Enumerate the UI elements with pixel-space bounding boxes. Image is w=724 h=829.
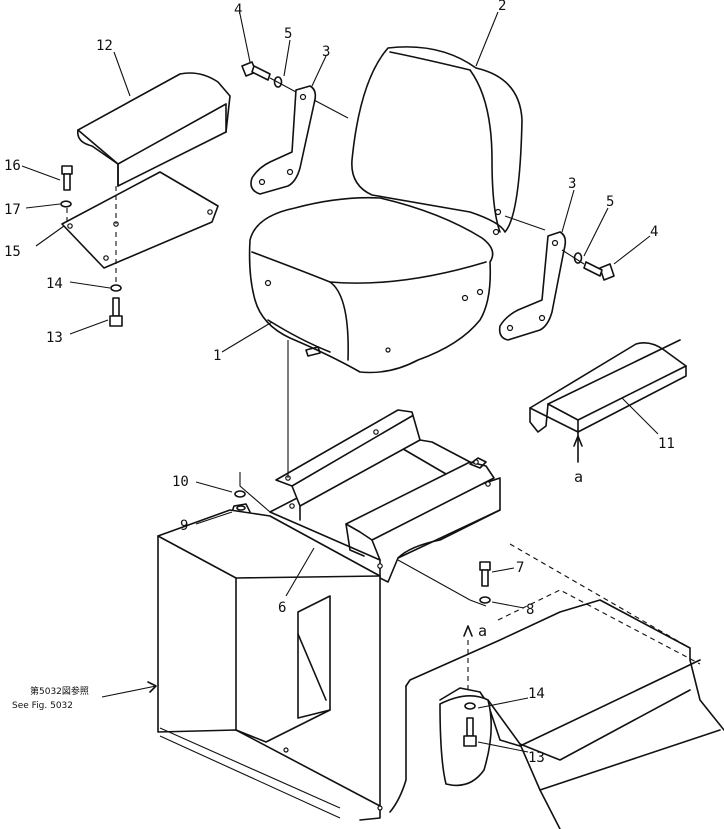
- bolt-4-right: [583, 261, 615, 281]
- label-part-17: 17: [4, 202, 21, 218]
- label-view-a-top: a: [574, 468, 583, 486]
- seat-mount-frame: [269, 409, 501, 583]
- label-part-13-right: 13: [528, 750, 545, 766]
- washer-14-right: [464, 702, 476, 710]
- bolt-7: [479, 561, 491, 587]
- label-part-7: 7: [516, 560, 524, 576]
- armrest-left: [76, 72, 231, 187]
- reference-note-english: See Fig. 5032: [12, 701, 73, 711]
- label-part-11: 11: [658, 436, 675, 452]
- seat-back: [351, 46, 523, 236]
- bolt-4-left: [241, 61, 271, 81]
- label-part-14-left: 14: [46, 276, 63, 292]
- console-box: [157, 509, 383, 821]
- washer-8: [479, 596, 491, 604]
- label-part-13-left: 13: [46, 330, 63, 346]
- label-part-9: 9: [180, 518, 188, 534]
- label-part-3-right: 3: [568, 176, 576, 192]
- label-part-10: 10: [172, 474, 189, 490]
- washer-10: [234, 490, 246, 498]
- cab-floor: [389, 543, 724, 829]
- label-part-3-left: 3: [322, 44, 330, 60]
- armrest-right: [529, 339, 687, 441]
- label-part-5-left: 5: [284, 26, 292, 42]
- bracket-right: [498, 215, 567, 341]
- armrest-plate: [61, 171, 219, 269]
- bolt-16: [61, 165, 73, 191]
- label-part-2: 2: [498, 0, 506, 14]
- bolt-13-right: [463, 717, 477, 747]
- bracket-left: [250, 85, 349, 195]
- seat-cushion: [248, 196, 494, 374]
- label-part-1: 1: [213, 348, 221, 364]
- washer-14-left: [110, 284, 122, 292]
- label-part-6: 6: [278, 600, 286, 616]
- label-part-4-left: 4: [234, 2, 242, 18]
- bolt-13-left: [109, 297, 123, 327]
- washer-17: [60, 200, 72, 208]
- label-part-4-right: 4: [650, 224, 658, 240]
- label-part-8: 8: [526, 602, 534, 618]
- label-part-14-right: 14: [528, 686, 545, 702]
- label-part-12: 12: [96, 38, 113, 54]
- label-part-16: 16: [4, 158, 21, 174]
- label-view-a-bottom: a: [478, 622, 487, 640]
- label-part-5-right: 5: [606, 194, 614, 210]
- leader-lines: [21, 11, 659, 753]
- label-part-15: 15: [4, 244, 21, 260]
- reference-note-japanese: 第5032図参照: [30, 685, 89, 697]
